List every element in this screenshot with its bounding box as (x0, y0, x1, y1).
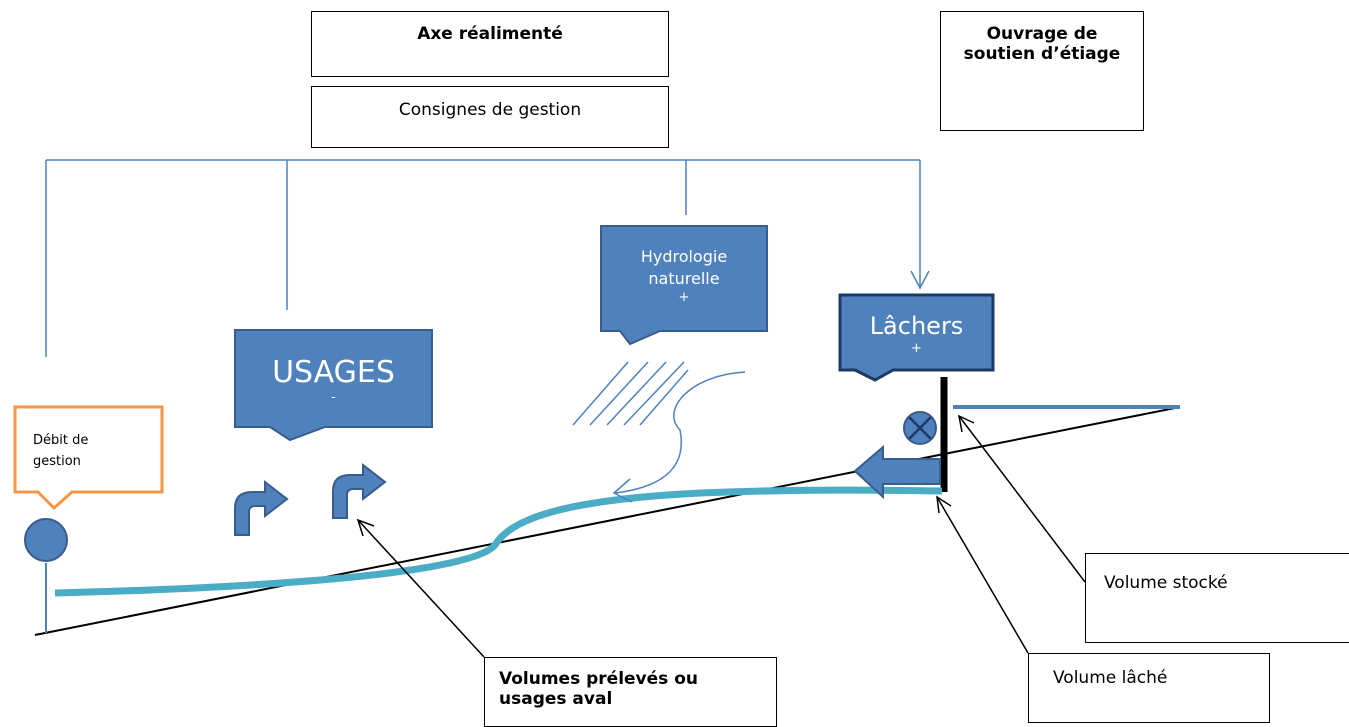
volume-lache-text: Volume lâché (1053, 668, 1168, 688)
debit-callout-shape (13, 405, 164, 511)
withdrawal-arrow-icon-2 (332, 462, 387, 519)
ouvrage-title: Ouvrage de soutien d’étiage (963, 24, 1121, 64)
hydrologie-text: Hydrologie naturelle (640, 247, 728, 288)
hydrologie-callout-shape (600, 225, 768, 346)
rain-lines (572, 361, 689, 426)
axe-title-box: Axe réalimenté (311, 11, 669, 77)
river (54, 486, 943, 597)
lachers-callout-shape (838, 293, 995, 382)
lachers-label: Lâchers + (840, 310, 993, 356)
volume-stocke-box: Volume stocké (1085, 553, 1349, 643)
hydrologie-label: Hydrologie naturelle + (601, 246, 767, 306)
consignes-lines (45, 159, 930, 357)
runoff-arrow (614, 371, 746, 494)
volumes-preleves-text: Volumes prélevés ou usages aval (499, 669, 698, 709)
debit-label: Débit de gestion (33, 433, 89, 469)
hydrologie-sign: + (678, 290, 690, 305)
withdrawal-arrow-icon-1 (234, 479, 289, 536)
volume-stocke-text: Volume stocké (1104, 573, 1228, 593)
usages-text: USAGES (272, 355, 395, 390)
volume-lache-box: Volume lâché (1028, 653, 1270, 723)
ouvrage-box: Ouvrage de soutien d’étiage (940, 11, 1144, 131)
volumes-preleves-box: Volumes prélevés ou usages aval (484, 657, 777, 727)
usages-sign: - (331, 390, 336, 405)
usages-callout-shape (234, 329, 433, 442)
release-arrow-icon (853, 444, 941, 500)
consignes-box: Consignes de gestion (311, 86, 669, 148)
ground-line (34, 406, 1181, 636)
valve-cross-2 (908, 416, 932, 440)
lachers-text: Lâchers (869, 312, 964, 340)
gauge-circle (24, 518, 68, 562)
usages-label: USAGES - (235, 355, 432, 405)
lachers-sign: + (911, 341, 922, 356)
runoff-arrowhead (612, 478, 633, 503)
annotation-pointers (356, 414, 1086, 658)
axe-title: Axe réalimenté (417, 24, 563, 44)
consignes-text: Consignes de gestion (398, 100, 582, 120)
